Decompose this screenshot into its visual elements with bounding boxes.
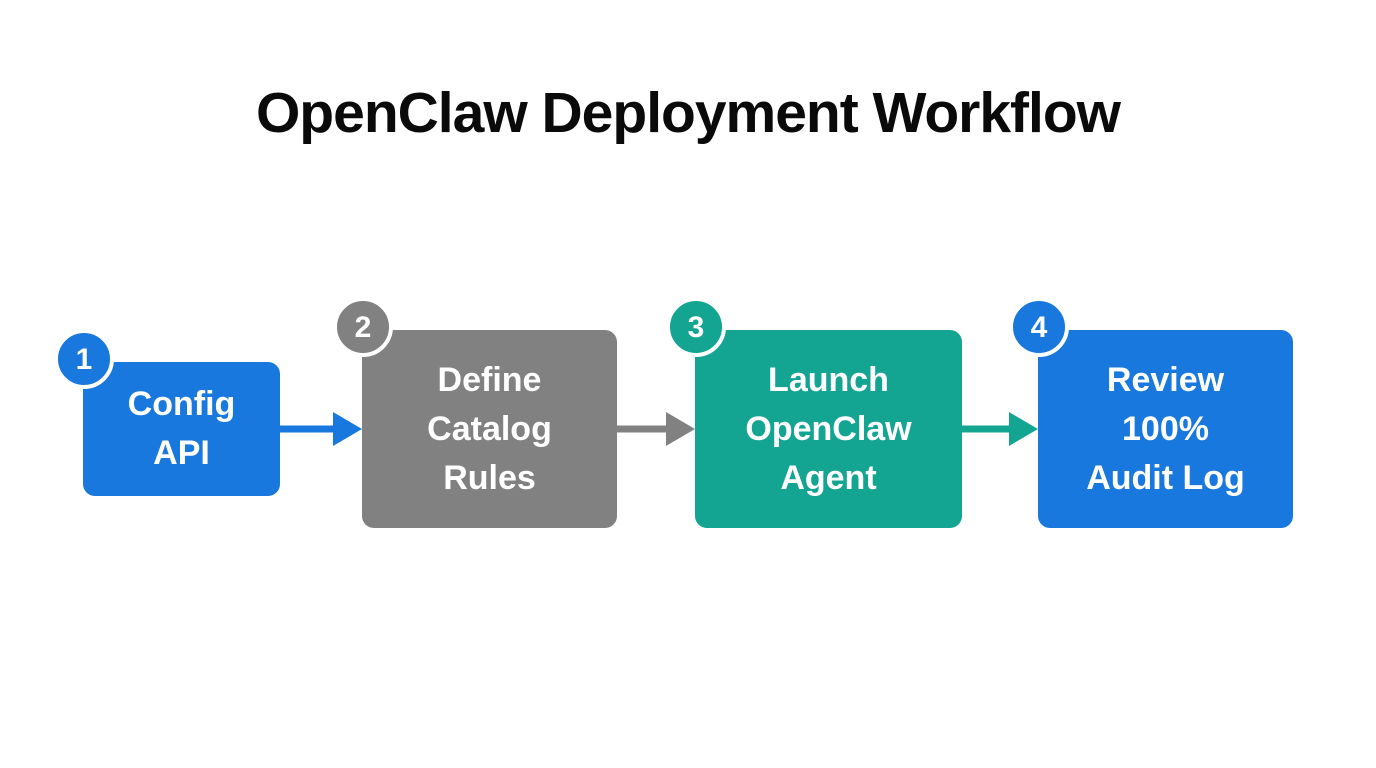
arrow-connector-3 bbox=[962, 412, 1038, 446]
arrow-connector-2 bbox=[617, 412, 695, 446]
step-label-line: Config bbox=[127, 385, 236, 423]
step-label-line: Launch bbox=[768, 360, 889, 399]
step-box-review-audit-log: 4 Review 100% Audit Log bbox=[1009, 297, 1293, 528]
step-label-line: Rules bbox=[443, 458, 536, 497]
step-label-line: Review bbox=[1106, 360, 1225, 399]
step-number-badge: 3 bbox=[666, 297, 726, 357]
arrow-head-icon bbox=[666, 412, 695, 446]
step-label-line: Agent bbox=[780, 458, 877, 497]
step-label-line: 100% bbox=[1122, 409, 1209, 448]
arrow-head-icon bbox=[1009, 412, 1038, 446]
step-box-config-api: 1 Config API bbox=[54, 329, 280, 496]
diagram-title: OpenClaw Deployment Workflow bbox=[255, 81, 1121, 145]
step-label-line: Audit Log bbox=[1086, 458, 1245, 497]
step-label-line: Define bbox=[437, 360, 542, 399]
step-number-badge: 4 bbox=[1009, 297, 1069, 357]
step-label-line: Catalog bbox=[427, 409, 552, 448]
step-box-launch-openclaw-agent: 3 Launch OpenClaw Agent bbox=[666, 297, 962, 528]
step-label-line: API bbox=[153, 434, 210, 472]
step-label-line: OpenClaw bbox=[745, 409, 912, 448]
step-number-badge: 2 bbox=[333, 297, 393, 357]
arrow-head-icon bbox=[333, 412, 362, 446]
step-number-badge: 1 bbox=[54, 329, 114, 389]
step-box-define-catalog-rules: 2 Define Catalog Rules bbox=[333, 297, 617, 528]
workflow-flow-row: 1 Config API 2 Define Catalog Rules 3 La… bbox=[54, 297, 1293, 528]
arrow-connector-1 bbox=[280, 412, 362, 446]
